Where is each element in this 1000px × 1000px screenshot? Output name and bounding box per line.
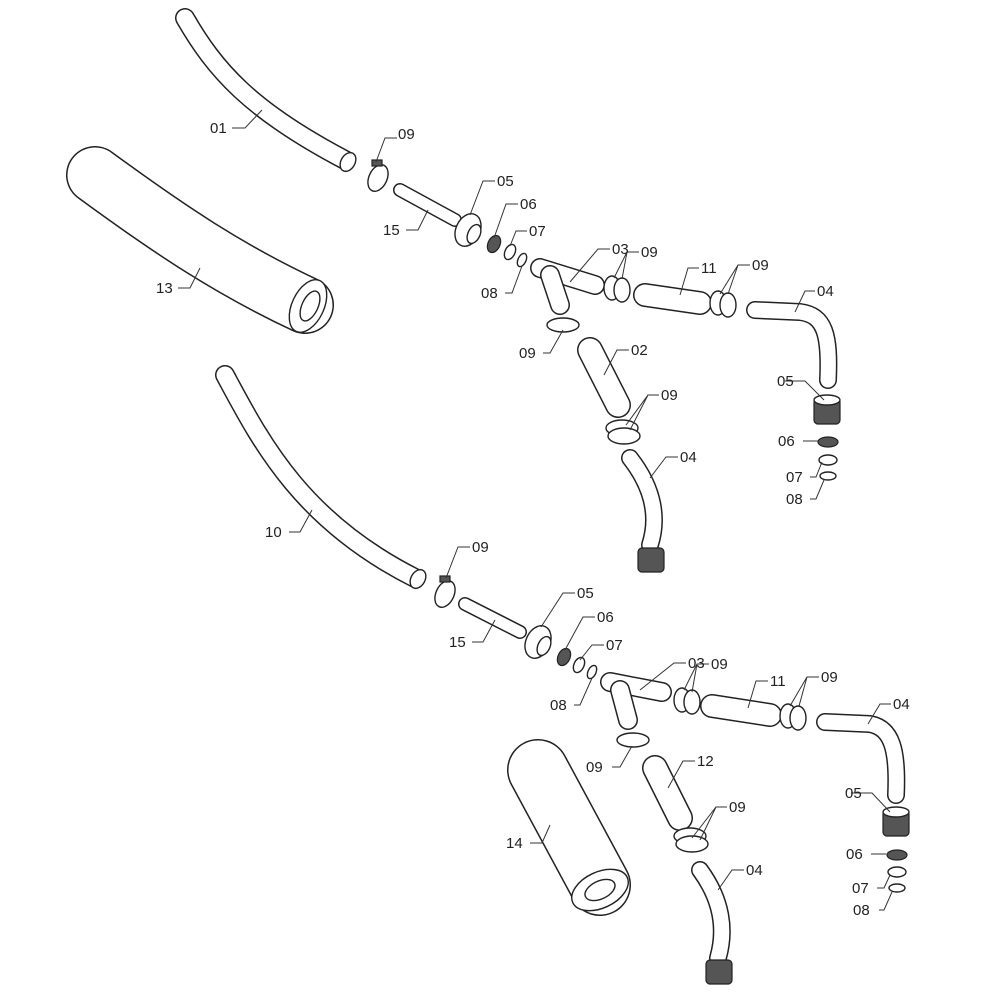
label-05: 05 [497,173,514,190]
ring-07-top [503,243,517,261]
clamp-09-g [673,687,701,715]
ring-07-bottom [572,656,586,674]
clamp-09-h [779,703,807,731]
label-09: 09 [472,539,489,556]
washer-06-top [486,234,502,254]
label-08: 08 [786,491,803,508]
tube-14 [507,739,631,916]
label-09: 09 [711,656,728,673]
washer-06-bottom-right [886,849,908,861]
label-01: 01 [210,120,227,137]
tube-13 [66,146,334,334]
tee-03-top [530,258,605,315]
label-05: 05 [777,373,794,390]
label-05: 05 [577,585,594,602]
label-15: 15 [383,222,400,239]
tube-11-top [633,283,712,315]
label-06: 06 [846,846,863,863]
label-07: 07 [786,469,803,486]
label-05: 05 [845,785,862,802]
label-09: 09 [586,759,603,776]
label-08: 08 [853,902,870,919]
label-04: 04 [746,862,763,879]
label-12: 12 [697,753,714,770]
ring-07-top-right [818,454,838,466]
nut-05-top [454,213,482,247]
tube-12 [642,755,693,831]
clamp-09-c [709,290,737,318]
oring-08-bottom-right [888,883,906,893]
elbow-04-bottom-right [816,713,906,804]
label-04: 04 [680,449,697,466]
label-07: 07 [852,880,869,897]
label-06: 06 [520,196,537,213]
label-06: 06 [778,433,795,450]
fitting-15-bottom [458,597,527,639]
fitting-15-top [393,183,462,227]
nut-05-bottom [524,625,552,659]
label-04: 04 [817,283,834,300]
label-15: 15 [449,634,466,651]
oring-08-bottom [586,664,598,680]
hose-10 [215,365,427,590]
clamp-09-d [546,317,580,333]
label-09: 09 [661,387,678,404]
label-08: 08 [550,697,567,714]
leader-lines [178,109,893,911]
label-08: 08 [481,285,498,302]
clamp-09-f [434,575,456,608]
clamp-09-b [603,275,631,303]
tee-03-bottom [600,672,672,730]
clamp-09-j [673,827,709,853]
label-03: 03 [688,655,705,672]
label-09: 09 [398,126,415,143]
clamp-09-a [367,159,389,192]
label-14: 14 [506,835,523,852]
hose-01 [175,8,357,173]
label-09: 09 [641,244,658,261]
washer-06-top-right [817,436,839,448]
label-13: 13 [156,280,173,297]
label-10: 10 [265,524,282,541]
label-11: 11 [701,260,717,277]
label-07: 07 [529,223,546,240]
label-09: 09 [821,669,838,686]
elbow-04-top-right [746,301,838,389]
nut-05-top-right [813,394,841,425]
label-07: 07 [606,637,623,654]
tube-02 [577,337,631,418]
label-04: 04 [893,696,910,713]
nut-05-bottom-right [882,806,910,837]
label-11: 11 [770,673,786,690]
oring-08-top-right [819,471,837,481]
label-09: 09 [729,799,746,816]
elbow-04-bottom-lower [691,861,733,985]
ring-07-bottom-right [887,866,907,878]
tube-11-bottom [700,694,782,727]
part-labels: 01 09 13 05 06 15 07 03 09 11 09 04 08 0… [156,120,910,919]
label-09: 09 [519,345,536,362]
oring-08-top [516,252,528,268]
label-02: 02 [631,342,648,359]
washer-06-bottom [556,647,572,667]
label-09: 09 [752,257,769,274]
clamp-09-e [605,419,641,445]
label-06: 06 [597,609,614,626]
elbow-04-top-lower [621,449,665,573]
label-03: 03 [612,241,629,258]
clamp-09-i [616,732,650,748]
